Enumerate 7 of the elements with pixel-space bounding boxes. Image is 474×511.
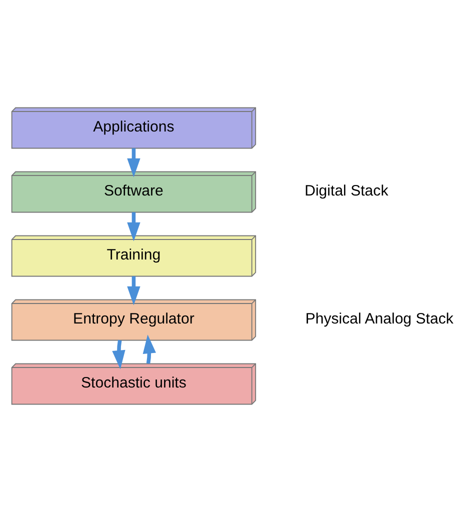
arrow xyxy=(112,339,126,369)
arrow xyxy=(127,148,140,177)
label: Digital Stack xyxy=(304,182,388,200)
label: Physical Analog Stack xyxy=(305,310,454,328)
arrow xyxy=(127,212,140,241)
arrow xyxy=(127,276,140,305)
arrow xyxy=(142,334,156,364)
